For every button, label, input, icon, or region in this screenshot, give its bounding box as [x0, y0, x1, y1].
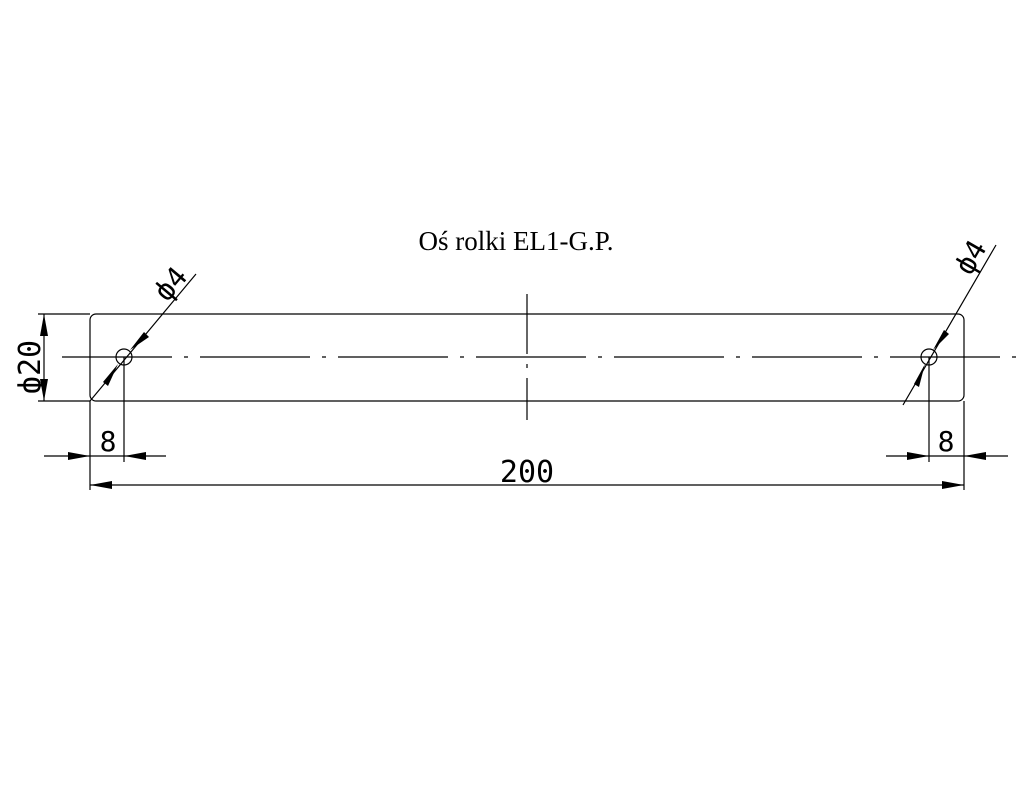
offset-left-arrow-b	[124, 452, 146, 460]
diameter-label: ф20	[13, 340, 48, 394]
length-arrow-left	[90, 481, 112, 489]
hole-right-label: ф4	[948, 234, 993, 280]
hole-left-label: ф4	[147, 260, 194, 307]
hole-left-arrow-upper	[130, 332, 149, 350]
length-label: 200	[500, 455, 554, 490]
hole-right-arrow-lower	[914, 364, 925, 387]
offset-left-label: 8	[100, 425, 117, 458]
hole-left-arrow-lower	[103, 364, 118, 386]
offset-right-arrow-a	[907, 452, 929, 460]
drawing-title: Oś rolki EL1-G.P.	[418, 226, 614, 256]
dia20-arrow-top	[40, 314, 48, 336]
offset-left-arrow-a	[68, 452, 90, 460]
length-arrow-right	[942, 481, 964, 489]
dia20-arrow-bottom	[40, 379, 48, 401]
hole-right-arrow-upper	[933, 330, 949, 350]
offset-right-label: 8	[938, 425, 955, 458]
offset-right-arrow-b	[964, 452, 986, 460]
